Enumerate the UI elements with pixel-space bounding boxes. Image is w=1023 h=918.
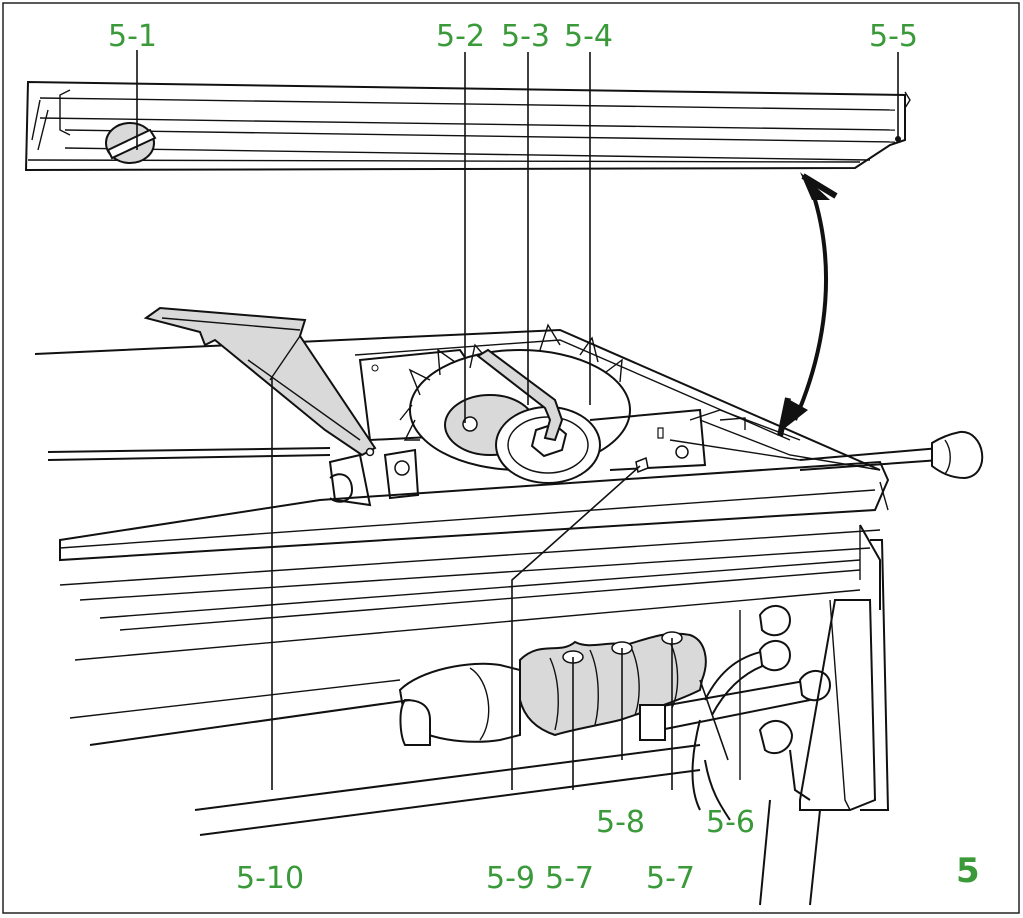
double-arrow — [777, 172, 838, 437]
rail-screw — [895, 136, 901, 142]
label-5-7-left: 5-7 — [545, 861, 594, 896]
table-leg — [799, 539, 890, 811]
top-rail — [24, 80, 911, 172]
label-5-2: 5-2 — [436, 19, 485, 54]
label-5-6: 5-6 — [706, 805, 755, 840]
hex-key — [476, 348, 564, 442]
label-5-8: 5-8 — [596, 805, 645, 840]
figure-number: 5 — [956, 851, 980, 891]
leader-lines — [136, 50, 899, 790]
label-5-3: 5-3 — [501, 19, 550, 54]
label-5-1: 5-1 — [108, 19, 157, 54]
label-5-9: 5-9 — [486, 861, 535, 896]
blade-guard — [143, 306, 377, 457]
table-top — [34, 328, 890, 661]
label-5-4: 5-4 — [564, 19, 613, 54]
label-5-5: 5-5 — [869, 19, 918, 54]
lower-frame — [69, 679, 821, 906]
label-5-7-right: 5-7 — [646, 861, 695, 896]
motor-area — [398, 605, 832, 821]
rod-handle — [799, 430, 984, 480]
label-5-10: 5-10 — [236, 861, 304, 896]
